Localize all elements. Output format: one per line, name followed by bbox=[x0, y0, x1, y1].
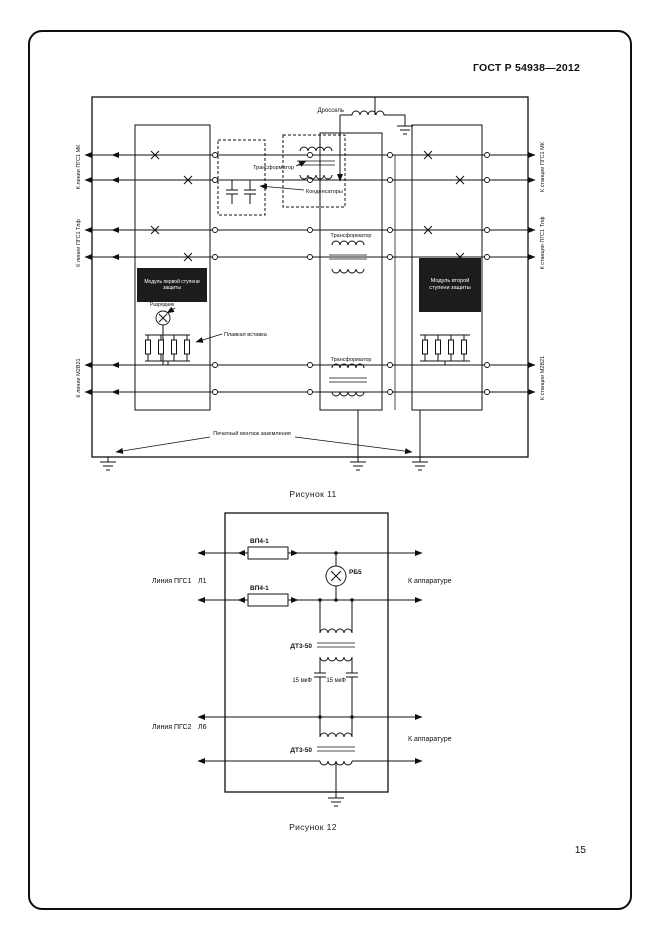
label-wire-l1: Л1 bbox=[198, 578, 207, 585]
label-transformer-bottom: Трансформатор bbox=[331, 357, 372, 363]
label-line-pgs1-tlf: К линии ПГС1 Тлф bbox=[76, 219, 82, 267]
fuse-icon bbox=[247, 593, 289, 607]
fig11-grounds bbox=[99, 410, 429, 471]
label-transformer-mid: Трансформатор bbox=[331, 233, 372, 239]
fig12-arrester bbox=[325, 551, 347, 602]
label-to-equipment-top: К аппаратуре bbox=[408, 578, 452, 585]
label-transformer-top: ДТ3-50 bbox=[290, 643, 312, 650]
standard-header: ГОСТ Р 54938—2012 bbox=[472, 62, 580, 74]
first-stage-module-label: Модуль первой ступени защиты bbox=[137, 268, 207, 302]
fig11-second-stage-module bbox=[411, 124, 483, 411]
label-arrester: Разрядник bbox=[150, 302, 175, 308]
label-transformer-top: Трансформатор bbox=[253, 165, 294, 171]
page-border-frame bbox=[28, 30, 632, 910]
label-line-pgs2: Линия ПГС2 bbox=[152, 724, 192, 731]
label-line-pgs1: Линия ПГС1 bbox=[152, 578, 192, 585]
label-capacitors: Конденсаторы bbox=[306, 189, 343, 195]
label-fusible-link: Плавкая вставка bbox=[224, 332, 268, 338]
device-outline bbox=[91, 96, 529, 458]
label-station-m2v21: К станции М2В21 bbox=[540, 356, 546, 400]
label-choke: Дроссель bbox=[317, 108, 344, 114]
second-stage-module-label: Модуль второй ступени защиты bbox=[419, 258, 481, 312]
label-transformer-bottom: ДТ3-50 bbox=[290, 747, 312, 754]
ground-icon bbox=[396, 120, 414, 135]
capacitor-icon bbox=[225, 179, 239, 205]
fig12-transformer-bottom bbox=[316, 715, 356, 807]
label-fuse-bottom: ВП4-1 bbox=[250, 585, 269, 592]
label-printed-wiring: Печатный монтаж заземления bbox=[213, 430, 291, 437]
label-station-pgs1-mk: К станции ПГС1 МК bbox=[540, 141, 546, 192]
transformer-icon bbox=[328, 363, 368, 397]
transformer-icon bbox=[316, 732, 356, 766]
label-line-m2v21: К линии М2В21 bbox=[76, 358, 82, 397]
ground-icon bbox=[327, 792, 345, 807]
label-line-pgs1-mk: К линии ПГС1 МК bbox=[76, 144, 82, 190]
fuse-icon bbox=[247, 546, 289, 560]
label-fuse-top: ВП4-1 bbox=[250, 538, 269, 545]
ground-icon bbox=[99, 456, 117, 471]
figure-12-schematic: ВП4-1 ВП4-1 РБ5 Линия ПГС1 Л1 К аппарату… bbox=[152, 512, 452, 807]
transformer-icon bbox=[316, 628, 356, 662]
ground-icon bbox=[349, 456, 367, 471]
capacitor-icon bbox=[243, 179, 257, 205]
figure-11-schematic: К линии ПГС1 МК К линии ПГС1 Тлф К линии… bbox=[76, 96, 546, 471]
fig11-terminals bbox=[212, 152, 490, 395]
figure-12-caption: Рисунок 12 bbox=[289, 822, 337, 832]
fig11-first-stage-module bbox=[134, 124, 211, 411]
fig11-choke bbox=[337, 97, 414, 182]
fig11-center-module bbox=[217, 132, 383, 411]
label-cap-right: 15 мкФ bbox=[326, 678, 346, 684]
device-outline bbox=[224, 512, 389, 793]
fig12-capacitors bbox=[314, 657, 358, 717]
ground-icon bbox=[411, 456, 429, 471]
capacitor-block-outline bbox=[217, 139, 266, 216]
fig12-transformer-top bbox=[316, 598, 356, 662]
label-to-equipment-bottom: К аппаратуре bbox=[408, 736, 452, 743]
figure-11-caption: Рисунок 11 bbox=[289, 489, 337, 499]
page-number: 15 bbox=[574, 845, 586, 856]
fig11-callout bbox=[115, 160, 413, 455]
fig12-wires bbox=[197, 546, 423, 764]
label-wire-l6: Л6 bbox=[198, 724, 207, 731]
label-arrester-rb5: РБ5 bbox=[349, 569, 362, 576]
transformer-block-outline bbox=[282, 134, 346, 208]
label-cap-left: 15 мкФ bbox=[292, 678, 312, 684]
label-station-pgs1-tlf: К станции ПГС1 Тлф bbox=[540, 216, 546, 269]
